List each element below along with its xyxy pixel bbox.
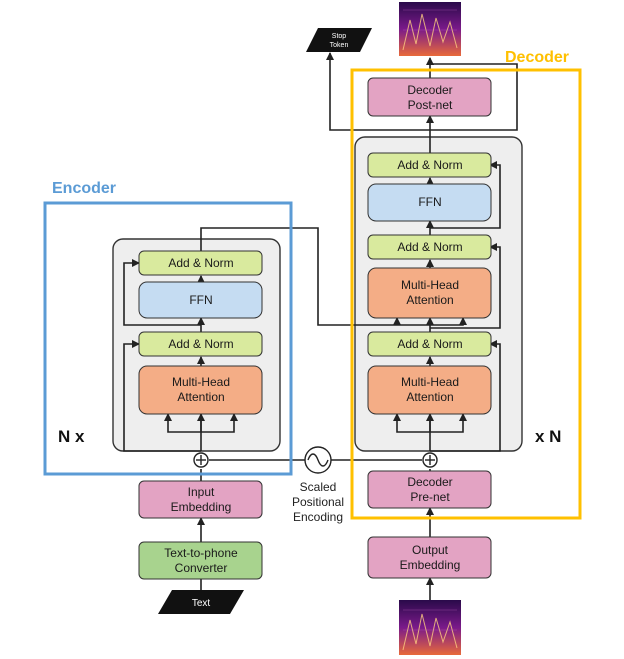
decoder-add-norm-top-block [367,152,492,178]
output-spectrogram-icon [399,2,461,56]
decoder-add-norm-mid-block [367,234,492,260]
input-embedding-line1: Input [188,485,215,499]
stop-token-line2: Token [330,42,349,49]
stop-token-parallelogram [306,28,372,52]
encoder-add-norm-top: Add & Norm [168,256,233,270]
text-input-parallelogram [158,590,244,614]
connection-lines [123,52,518,600]
text-input-label: Text [192,598,211,609]
converter-line1: Text-to-phone [164,546,238,560]
decoder-repeat-label: x N [535,427,561,446]
output-embedding-block [367,536,492,579]
input-embedding-block [138,480,263,519]
encoder-repeat-label: N x [58,427,85,446]
decoder-ffn-block [367,183,492,222]
decoder-mha-bottom-line1: Multi-Head [401,375,459,389]
prenet-line1: Decoder [407,475,452,489]
decoder-mha-top-line1: Multi-Head [401,278,459,292]
decoder-postnet-block [367,77,492,117]
encoder-mha-line2: Attention [177,390,224,404]
input-spectrogram-icon [399,600,461,655]
sine-wave-icon [304,446,332,474]
decoder-add-norm-bottom-block [367,331,492,357]
decoder-add-norm-mid: Add & Norm [397,240,462,254]
encoder-add-norm-bottom-block [138,331,263,357]
decoder-cross-attention-block [367,267,492,319]
stop-token-line1: Stop [332,33,347,40]
encoder-ffn: FFN [189,293,212,307]
encoder-mha-line1: Multi-Head [172,375,230,389]
converter-line2: Converter [175,561,228,575]
decoder-title: Decoder [505,49,569,66]
encoder-title: Encoder [52,180,116,197]
decoder-prenet-block [367,470,492,509]
text-to-phone-converter-block [138,541,263,580]
decoder-ffn: FFN [418,195,441,209]
positional-encoding-line1: Scaled [300,480,337,494]
positional-encoding-line2: Positional [292,495,344,509]
decoder-frame [350,68,582,520]
positional-encoding-line3: Encoding [293,510,343,524]
postnet-line1: Decoder [407,83,452,97]
decoder-add-norm-bottom: Add & Norm [397,337,462,351]
decoder-sum-icon [422,452,438,468]
encoder-ffn-block [138,281,263,319]
postnet-line2: Post-net [408,98,453,112]
encoder-sum-icon [193,452,209,468]
encoder-add-norm-top-block [138,250,263,276]
encoder-add-norm-bottom: Add & Norm [168,337,233,351]
decoder-mha-bottom-line2: Attention [406,390,453,404]
decoder-add-norm-top: Add & Norm [397,158,462,172]
input-embedding-line2: Embedding [171,500,232,514]
prenet-line2: Pre-net [410,490,450,504]
decoder-mha-top-line2: Attention [406,293,453,307]
output-embedding-line1: Output [412,543,449,557]
encoder-attention-block [138,365,263,415]
decoder-self-attention-block [367,365,492,415]
encoder-frame [43,201,293,476]
output-embedding-line2: Embedding [400,558,461,572]
